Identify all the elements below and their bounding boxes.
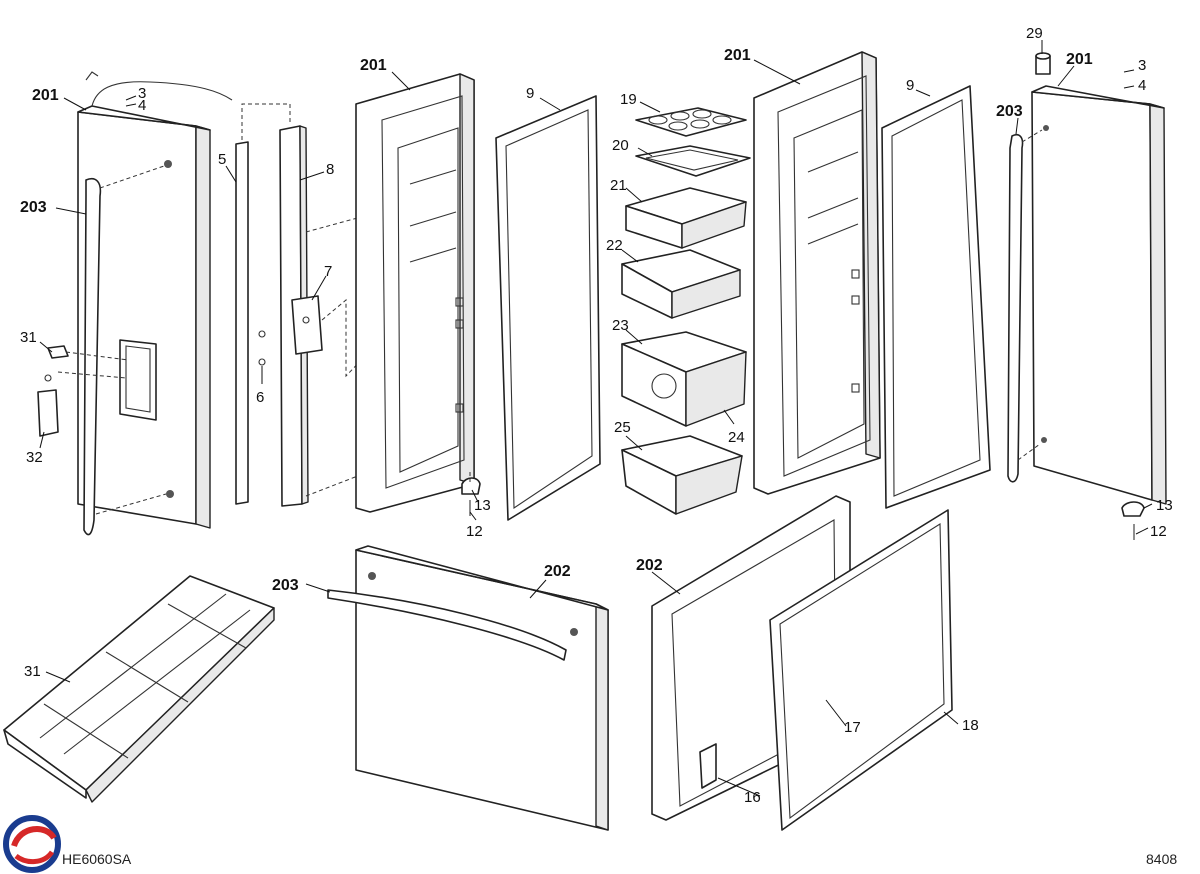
label-25: 25 — [614, 419, 631, 436]
left-door-liner — [355, 73, 475, 513]
dispenser-bracket — [37, 345, 129, 437]
label-202: 202 — [636, 557, 663, 574]
label-4: 4 — [138, 97, 146, 114]
gasket-strip — [235, 103, 291, 505]
label-203: 203 — [272, 577, 299, 594]
right-door-outer — [1007, 85, 1167, 540]
left-door-handle — [83, 165, 167, 536]
freezer-basket — [3, 575, 275, 803]
door-rail — [258, 125, 395, 507]
right-door-gasket — [881, 85, 991, 509]
label-202: 202 — [544, 563, 571, 580]
dispenser-bin — [621, 331, 747, 427]
drawer-front — [327, 545, 609, 831]
door-shelf — [621, 249, 741, 319]
label-3: 3 — [138, 85, 146, 102]
butter-tray — [635, 145, 751, 177]
label-24: 24 — [728, 429, 745, 446]
label-4: 4 — [1138, 77, 1146, 94]
egg-tray — [635, 107, 747, 137]
label-7: 7 — [324, 263, 332, 280]
label-5: 5 — [218, 151, 226, 168]
part-labels: 201 203 3 4 5 8 7 6 31 32 201 9 19 20 21… — [20, 25, 1173, 806]
door-bin-small — [625, 187, 747, 249]
label-12: 12 — [466, 523, 483, 540]
door-bin-large — [621, 435, 743, 515]
label-8: 8 — [326, 161, 334, 178]
label-201: 201 — [724, 47, 751, 64]
label-201: 201 — [360, 57, 387, 74]
diagram-number: 8408 — [1146, 851, 1177, 867]
left-hinge-pin — [461, 472, 481, 516]
label-203: 203 — [20, 199, 47, 216]
label-12: 12 — [1150, 523, 1167, 540]
label-32: 32 — [26, 449, 43, 466]
label-3: 3 — [1138, 57, 1146, 74]
left-door-gasket — [495, 95, 601, 521]
label-13: 13 — [474, 497, 491, 514]
label-21: 21 — [610, 177, 627, 194]
label-201: 201 — [1066, 51, 1093, 68]
brand-swirl-logo — [3, 815, 61, 873]
label-13: 13 — [1156, 497, 1173, 514]
label-19: 19 — [620, 91, 637, 108]
water-cap — [1035, 52, 1051, 75]
label-201: 201 — [32, 87, 59, 104]
label-22: 22 — [606, 237, 623, 254]
label-16: 16 — [744, 789, 761, 806]
label-17: 17 — [844, 719, 861, 736]
label-29: 29 — [1026, 25, 1043, 42]
label-6: 6 — [256, 389, 264, 406]
left-door-outer — [77, 71, 233, 529]
right-door-liner — [753, 51, 881, 495]
label-31: 31 — [20, 329, 37, 346]
label-18: 18 — [962, 717, 979, 734]
label-20: 20 — [612, 137, 629, 154]
label-9: 9 — [906, 77, 914, 94]
label-31: 31 — [24, 663, 41, 680]
model-code: HE6060SA — [62, 851, 132, 867]
leader-lines — [39, 40, 1153, 797]
label-9: 9 — [526, 85, 534, 102]
label-23: 23 — [612, 317, 629, 334]
drawer-gasket — [769, 509, 953, 831]
label-203: 203 — [996, 103, 1023, 120]
